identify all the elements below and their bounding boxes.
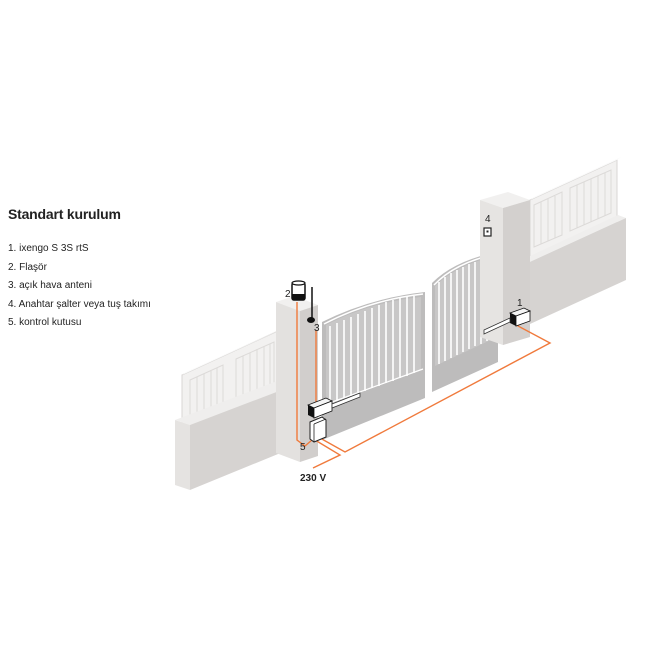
legend-list: 1. ixengo S 3S rtS 2. Flaşör 3. açık hav… (8, 240, 208, 333)
callout-motor: 1 (517, 298, 523, 309)
callout-control-box: 5 (300, 442, 306, 453)
motor-actuator-left (307, 392, 361, 419)
flasher-lamp (291, 280, 306, 301)
legend-item-antenna: 3. açık hava anteni (8, 280, 92, 291)
legend: Standart kurulum 1. ixengo S 3S rtS 2. F… (8, 206, 208, 333)
outdoor-antenna (307, 287, 315, 323)
legend-item-motor: 1. ixengo S 3S rtS (8, 243, 89, 254)
left-wall (175, 328, 300, 490)
callout-keyswitch: 4 (485, 214, 491, 225)
power-supply-label: 230 V (300, 473, 326, 484)
callout-flasher: 2 (285, 289, 291, 300)
motor-actuator-right (483, 307, 532, 335)
control-box (309, 416, 327, 443)
legend-item-flasher: 2. Flaşör (8, 261, 47, 273)
legend-item-control-box: 5. kontrol kutusu (8, 317, 82, 328)
legend-item-keyswitch: 4. Anahtar şalter veya tuş takımı (8, 298, 151, 310)
legend-title: Standart kurulum (8, 206, 121, 222)
right-wall (529, 157, 626, 324)
key-switch (483, 227, 492, 237)
left-gate-leaf (322, 292, 425, 440)
callout-antenna: 3 (314, 323, 320, 334)
